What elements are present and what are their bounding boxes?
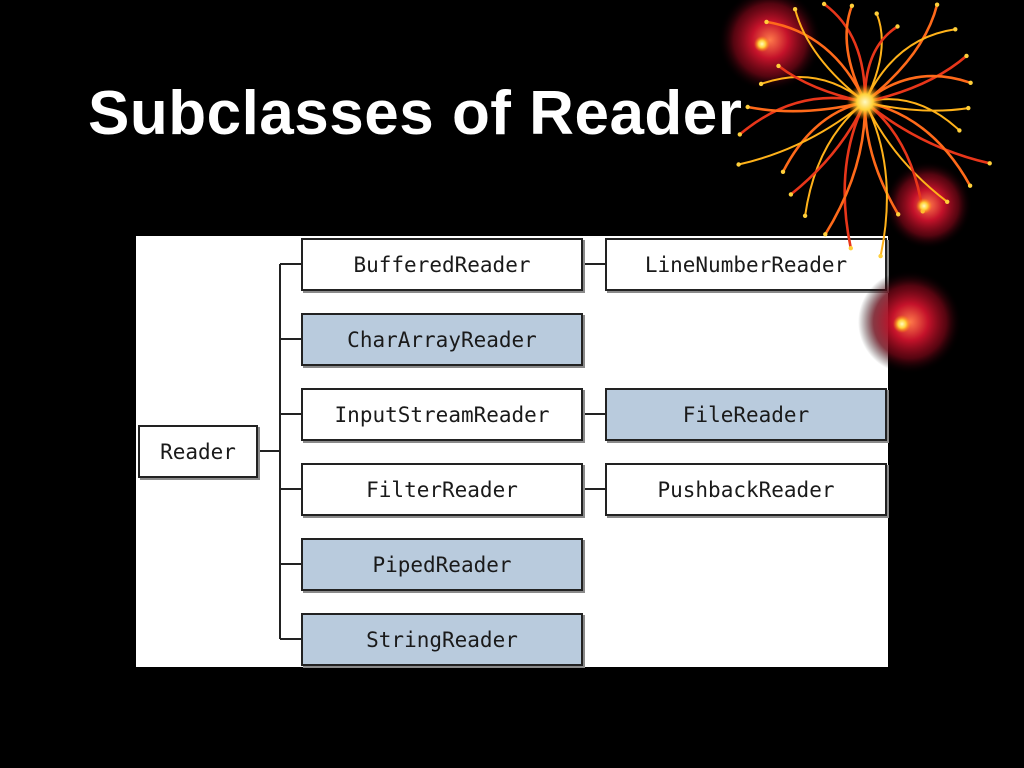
firework-spark (953, 27, 958, 32)
firework-ray (738, 96, 867, 136)
firework-ray (781, 100, 867, 174)
firework-ray (863, 100, 924, 213)
firework-ray (864, 98, 961, 132)
firework-spark (758, 81, 764, 87)
firework-ray (789, 100, 867, 196)
firework-ray (760, 75, 866, 103)
firework-spark (792, 7, 798, 12)
firework-spark (895, 24, 900, 29)
firework-ray (863, 25, 899, 104)
firework-ray (864, 28, 957, 103)
firework-spark (966, 105, 971, 111)
firework-ray (864, 101, 888, 258)
node-filereader: FileReader (605, 388, 887, 441)
firework-ray (864, 12, 883, 103)
firework-ray (737, 101, 866, 166)
firework-spark (802, 213, 808, 218)
firework-ray (845, 4, 867, 104)
firework-ray (863, 3, 939, 104)
firework-ray (794, 8, 866, 103)
firework-ray (765, 20, 867, 104)
node-filterreader: FilterReader (301, 463, 583, 516)
node-inputstreamreader: InputStreamReader (301, 388, 583, 441)
firework-spark (896, 212, 901, 217)
firework-ray (863, 100, 972, 187)
firework-spark (821, 1, 827, 7)
node-pushbackreader: PushbackReader (605, 463, 887, 516)
firework-spark (736, 162, 741, 167)
firework-ray (843, 100, 867, 250)
glow-orb (884, 161, 972, 249)
firework-spark (967, 183, 973, 188)
node-pipedreader: PipedReader (301, 538, 583, 591)
firework-spark (764, 19, 769, 25)
firework-spark (945, 199, 950, 204)
firework-spark (849, 3, 855, 8)
node-reader: Reader (138, 425, 258, 478)
firework-spark (964, 53, 969, 59)
firework-spark (920, 209, 925, 214)
burst-core (893, 315, 911, 333)
burst-core (847, 84, 883, 120)
node-chararrayreader: CharArrayReader (301, 313, 583, 366)
firework-spark (745, 104, 750, 110)
firework-ray (822, 2, 867, 104)
firework-burst (736, 1, 992, 259)
firework-spark (957, 128, 962, 133)
firework-ray (824, 100, 867, 236)
firework-spark (780, 169, 786, 174)
firework-spark (874, 11, 879, 16)
firework-ray (746, 100, 867, 113)
firework-ray (864, 101, 970, 112)
node-linenumberreader: LineNumberReader (605, 238, 887, 291)
firework-ray (863, 54, 968, 104)
burst-core (916, 198, 932, 214)
node-stringreader: StringReader (301, 613, 583, 666)
slide-title: Subclasses of Reader (88, 79, 743, 148)
firework-ray (804, 101, 866, 217)
firework-ray (777, 64, 867, 104)
node-bufferedreader: BufferedReader (301, 238, 583, 291)
firework-spark (788, 192, 794, 197)
firework-ray (863, 74, 972, 104)
burst-core (754, 36, 770, 52)
firework-spark (934, 2, 940, 7)
firework-ray (864, 101, 949, 203)
class-hierarchy-diagram: Reader BufferedReader CharArrayReader In… (136, 236, 888, 667)
firework-spark (987, 161, 992, 166)
firework-spark (776, 63, 781, 69)
connector-lines (258, 263, 605, 640)
firework-ray (863, 100, 900, 216)
firework-ray (863, 100, 991, 165)
firework-spark (968, 80, 973, 86)
